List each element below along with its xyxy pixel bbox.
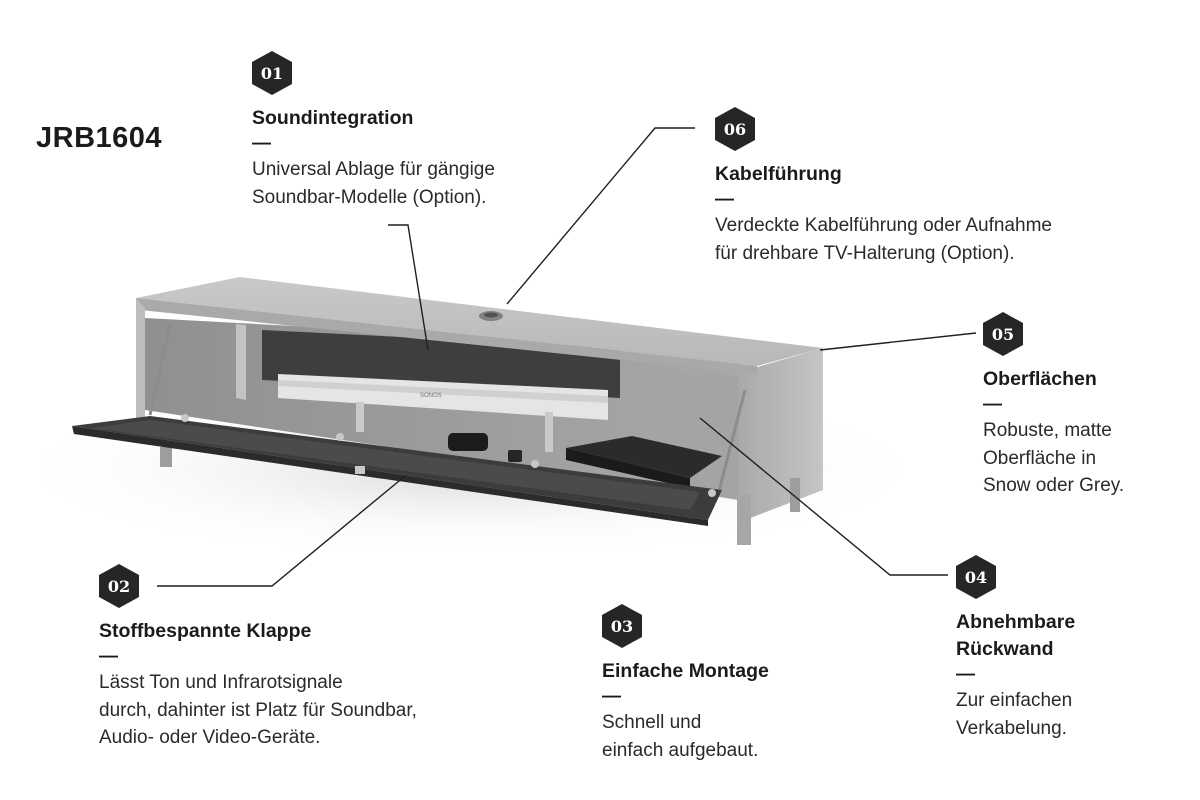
leader-line-06: [506, 127, 695, 305]
leader-line-04: [699, 417, 948, 576]
cabinet-top: [136, 277, 823, 366]
model-name: JRB1604: [36, 122, 163, 154]
cabinet-right-side: [740, 348, 823, 522]
callout-dash: —: [715, 189, 734, 210]
callout-oberflaechen: 05 Oberflächen — Robuste, matte Oberfläc…: [983, 312, 1124, 500]
small-device: [508, 450, 522, 462]
callout-description: Lässt Ton und Infrarotsignale durch, dah…: [99, 672, 417, 748]
callout-title: Stoffbespannte Klappe: [99, 620, 312, 642]
cabinet-leg-left: [160, 447, 172, 467]
number-badge: 01: [252, 51, 292, 95]
callout-dash: —: [252, 133, 271, 154]
callout-title: Soundintegration: [252, 107, 414, 129]
callout-klappe: 02 Stoffbespannte Klappe — Lässt Ton und…: [99, 564, 417, 752]
flap-strut-right: [716, 389, 747, 496]
callout-title: Kabelführung: [715, 163, 842, 185]
number-badge: 03: [602, 604, 642, 648]
callout-dash: —: [983, 394, 1002, 415]
callout-description: Zur einfachen Verkabelung.: [956, 690, 1073, 739]
cabinet-left-side: [136, 298, 145, 440]
callout-title: Oberflächen: [983, 368, 1097, 390]
callout-description: Verdeckte Kabelführung oder Aufnahme für…: [715, 215, 1052, 264]
cabinet-divider-left: [236, 324, 246, 400]
callout-montage: 03 Einfache Montage — Schnell und einfac…: [602, 604, 769, 764]
callout-dash: —: [99, 646, 118, 667]
callout-description: Universal Ablage für gängige Soundbar-Mo…: [252, 159, 495, 208]
callout-dash: —: [956, 664, 975, 685]
callout-dash: —: [602, 686, 621, 707]
number-badge: 05: [983, 312, 1023, 356]
cabinet-leg-front: [737, 495, 751, 545]
leader-line-01: [388, 224, 429, 351]
callout-title: Abnehmbare Rückwand: [956, 611, 1076, 660]
callout-description: Schnell und einfach aufgebaut.: [602, 712, 759, 761]
flap-strut-left: [148, 324, 172, 416]
leader-line-05: [819, 332, 977, 351]
av-receiver: [566, 436, 722, 478]
number-badge: 04: [956, 555, 996, 599]
number-badge: 02: [99, 564, 139, 608]
callout-description: Robuste, matte Oberfläche in Snow oder G…: [983, 420, 1125, 496]
cabinet-leg-back: [790, 478, 800, 512]
callout-title: Einfache Montage: [602, 660, 769, 682]
callout-rueckwand: 04 Abnehmbare Rückwand — Zur einfachen V…: [956, 555, 1075, 742]
cabinet-top-edge: [136, 298, 757, 374]
callout-kabelfuehrung: 06 Kabelführung — Verdeckte Kabelführung…: [715, 107, 1052, 267]
number-badge: 06: [715, 107, 755, 151]
streaming-box: [448, 433, 488, 451]
soundbar-brand: SONOS: [420, 393, 442, 399]
leader-line-02: [157, 475, 406, 587]
callout-soundintegration: 01 Soundintegration — Universal Ablage f…: [252, 51, 495, 211]
